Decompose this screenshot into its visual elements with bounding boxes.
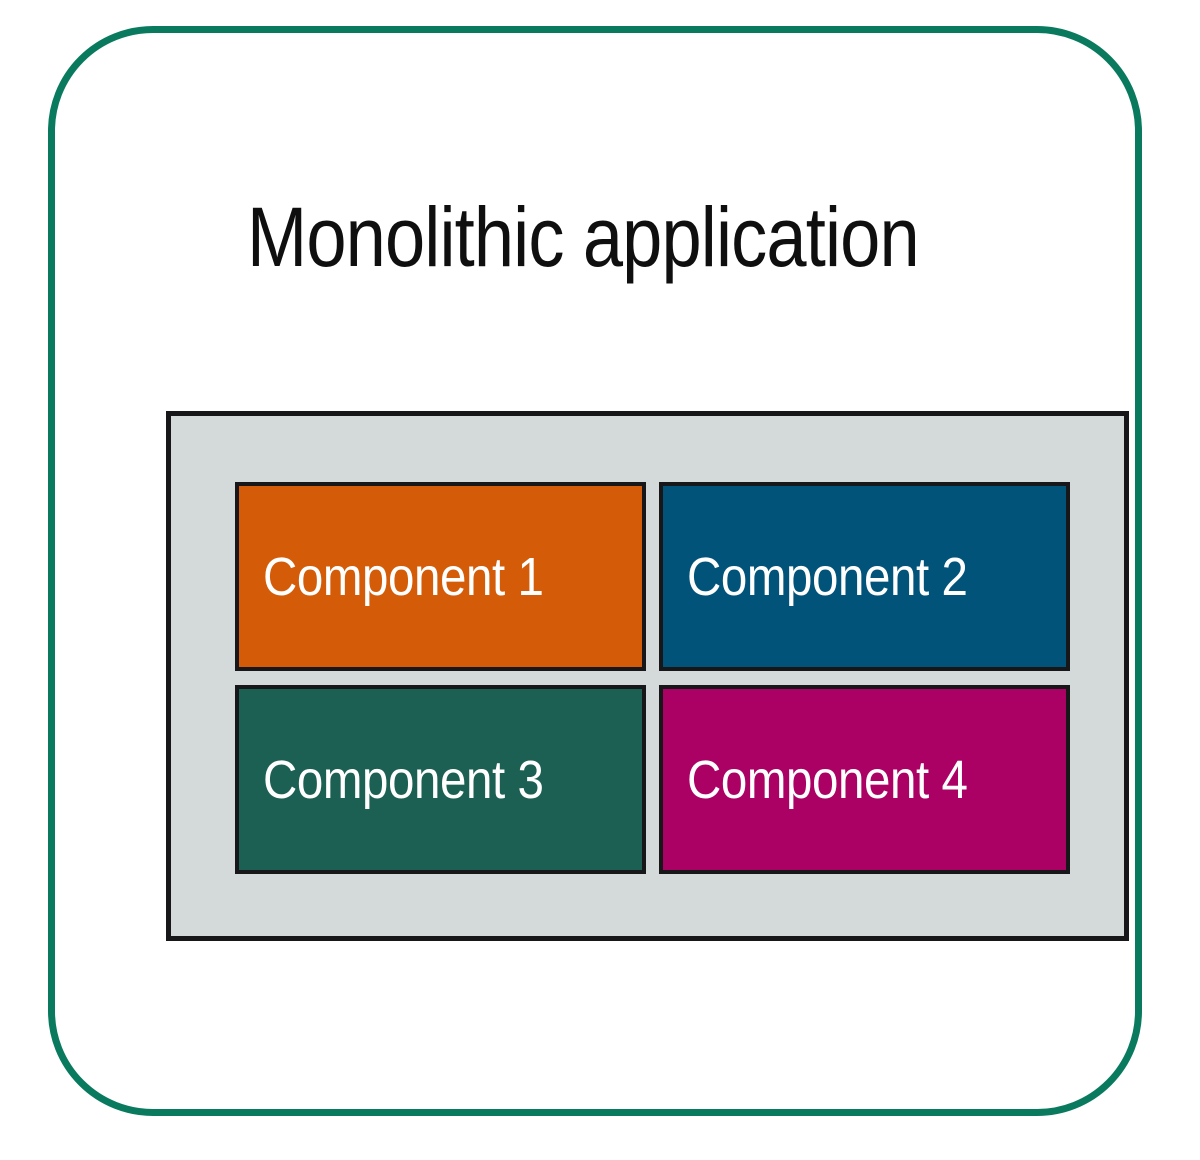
component-label-3: Component 3	[263, 749, 544, 810]
component-box-4[interactable]: Component 4	[659, 685, 1070, 874]
application-container: Component 1 Component 2 Component 3 Comp…	[166, 411, 1129, 941]
monolithic-application-boundary: Monolithic application Component 1 Compo…	[48, 26, 1142, 1116]
component-box-3[interactable]: Component 3	[235, 685, 646, 874]
component-box-2[interactable]: Component 2	[659, 482, 1070, 671]
component-label-2: Component 2	[687, 546, 968, 607]
component-grid: Component 1 Component 2 Component 3 Comp…	[235, 482, 1070, 874]
page-title: Monolithic application	[247, 190, 920, 284]
component-label-4: Component 4	[687, 749, 968, 810]
component-box-1[interactable]: Component 1	[235, 482, 646, 671]
component-label-1: Component 1	[263, 546, 544, 607]
